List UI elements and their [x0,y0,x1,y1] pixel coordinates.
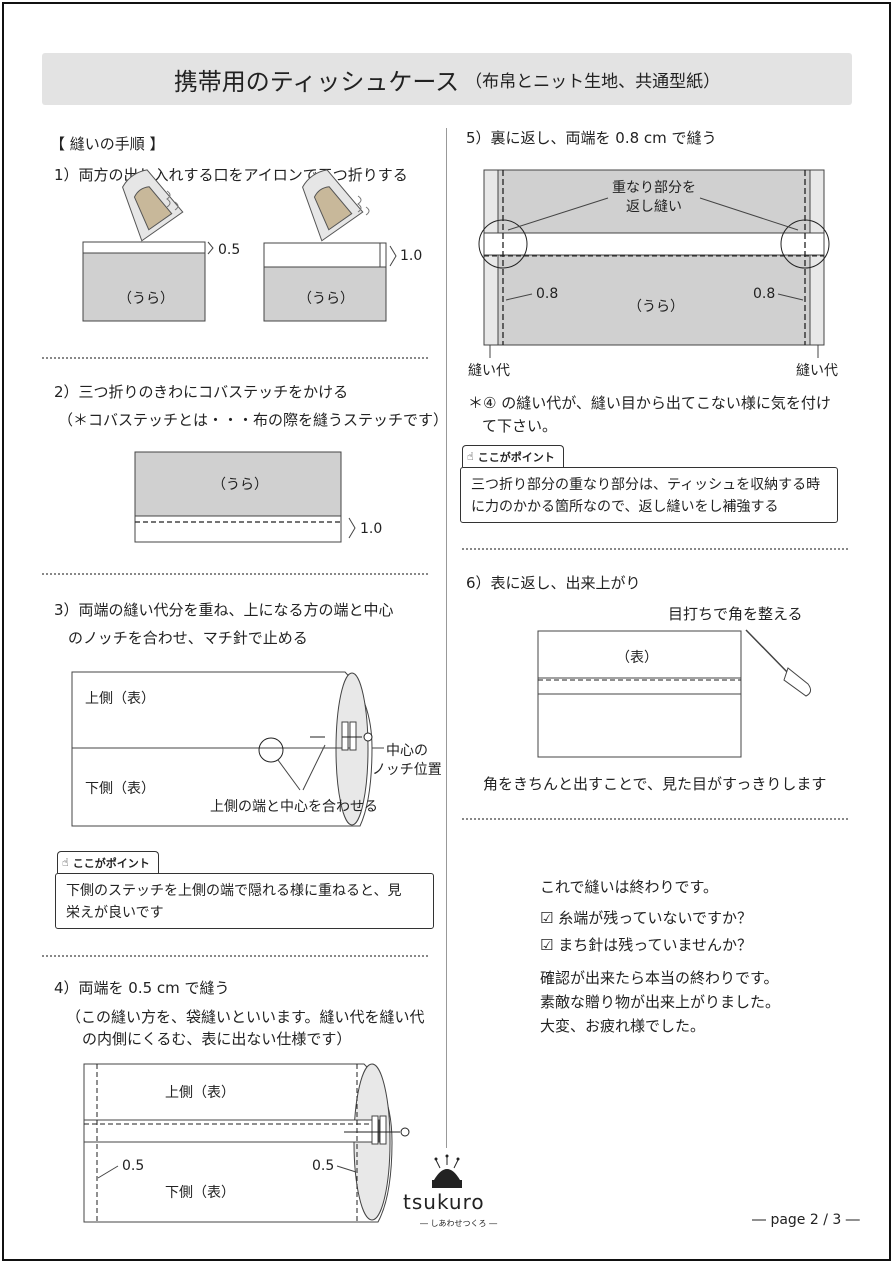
divider [462,818,848,820]
step6-caption: 角をきちんと出すことで、見た目がすっきりします [483,775,827,793]
page-title: 携帯用のティッシュケース [173,67,460,96]
step1-measure-b: 1.0 [400,248,423,264]
checkbox-icon: ☑ [540,936,554,954]
section-heading: 【 縫いの手順 】 [50,135,165,153]
step4-upper-label: 上側（表） [165,1085,235,1101]
step4-measure-right: 0.5 [312,1158,335,1174]
step2-back-label: （うら） [212,477,268,493]
step5-callout-2: 返し縫い [626,199,682,215]
step6-tool-note: 目打ちで角を整える [668,605,803,623]
logo-wordmark: tsukuro [403,1190,485,1214]
check-item-1: ☑ 糸端が残っていないですか？ [540,908,752,930]
point-tag-label: ここがポイント [72,856,150,870]
point-text-2: に力のかかる箇所なので、返し縫いをし補強する [471,498,779,515]
step4-measure-left: 0.5 [122,1158,145,1174]
title-bar: 携帯用のティッシュケース （布帛とニット生地、共通型紙） [42,53,852,105]
finish-line-3: 素敵な贈り物が出来上がりました。 [540,993,781,1011]
finish-line-4: 大変、お疲れ様でした。 [540,1017,706,1035]
divider [42,357,428,359]
divider [42,573,428,575]
step1-back-label-b: （うら） [298,291,354,307]
step3-upper-label: 上側（表） [85,691,155,707]
step2-text: 2）三つ折りのきわにコバステッチをかける [54,383,349,401]
check-text-2: まち針は残っていませんか？ [558,936,753,954]
step5-callout-1: 重なり部分を [612,180,696,196]
step3-align-label: 上側の端と中心を合わせる [210,799,378,815]
finish-line-1: これで縫いは終わりです。 [540,878,719,896]
page-number: ― page 2 / 3 ― [752,1212,860,1228]
step3-lower-label: 下側（表） [85,781,155,797]
step4-text: 4）両端を 0.5 cm で縫う [54,979,230,997]
step2-note: （＊コバステッチとは・・・布の際を縫うステッチです） [58,411,449,429]
step4-lower-label: 下側（表） [165,1185,235,1201]
finish-line-2: 確認が出来たら本当の終わりです。 [540,969,779,987]
step1-back-label-a: （うら） [118,291,174,307]
step6-text: 6）表に返し、出来上がり [466,574,641,592]
divider [42,955,428,957]
step6-front-label: （表） [616,650,658,666]
column-divider [446,128,447,1148]
point-tag: ☝ ここがポイント [462,445,564,467]
step3-notch-label-2: ノッチ位置 [372,762,442,778]
step3-text-2: のノッチを合わせ、マチ針で止める [68,629,308,647]
check-text-1: 糸端が残っていないですか？ [558,909,753,927]
step2-measure: 1.0 [360,521,383,537]
page-subtitle: （布帛とニット生地、共通型紙） [465,71,721,92]
pointing-hand-icon: ☝ [62,856,69,869]
step5-measure-right: 0.8 [753,286,776,302]
point-box: 三つ折り部分の重なり部分は、ティッシュを収納する時 に力のかかる箇所なので、返し… [460,467,838,523]
step5-measure-left: 0.8 [536,286,559,302]
step5-note-1: ＊④ の縫い代が、縫い目から出てこない様に気を付け [468,394,831,412]
step3-text-1: 3）両端の縫い代分を重ね、上になる方の端と中心 [54,601,394,619]
check-item-2: ☑ まち針は残っていませんか？ [540,935,752,957]
step5-allowance-right: 縫い代 [796,363,838,379]
logo-tagline: ― しあわせつくろ ― [420,1219,498,1228]
step3-notch-label-1: 中心の [386,743,428,759]
divider [462,548,848,550]
step5-text: 5）裏に返し、両端を 0.8 cm で縫う [466,129,717,147]
step5-back-label: （うら） [628,299,684,315]
point-tag: ☝ ここがポイント [57,851,159,873]
point-text-1: 下側のステッチを上側の端で隠れる様に重ねると、見 [66,883,402,899]
step5-note-2: て下さい。 [482,417,558,435]
point-tag-label: ここがポイント [477,450,555,464]
checkbox-icon: ☑ [540,909,554,927]
step4-note-2: の内側にくるむ、表に出ない仕様です） [82,1030,352,1048]
step5-allowance-left: 縫い代 [468,363,510,379]
step4-note-1: （この縫い方を、袋縫いといいます。縫い代を縫い代 [66,1008,425,1026]
point-box: 下側のステッチを上側の端で隠れる様に重ねると、見 栄えが良いです [55,873,434,929]
point-text-2: 栄えが良いです [66,904,164,921]
point-text-1: 三つ折り部分の重なり部分は、ティッシュを収納する時 [471,477,821,493]
pointing-hand-icon: ☝ [467,450,474,463]
step1-measure-a: 0.5 [218,242,241,258]
